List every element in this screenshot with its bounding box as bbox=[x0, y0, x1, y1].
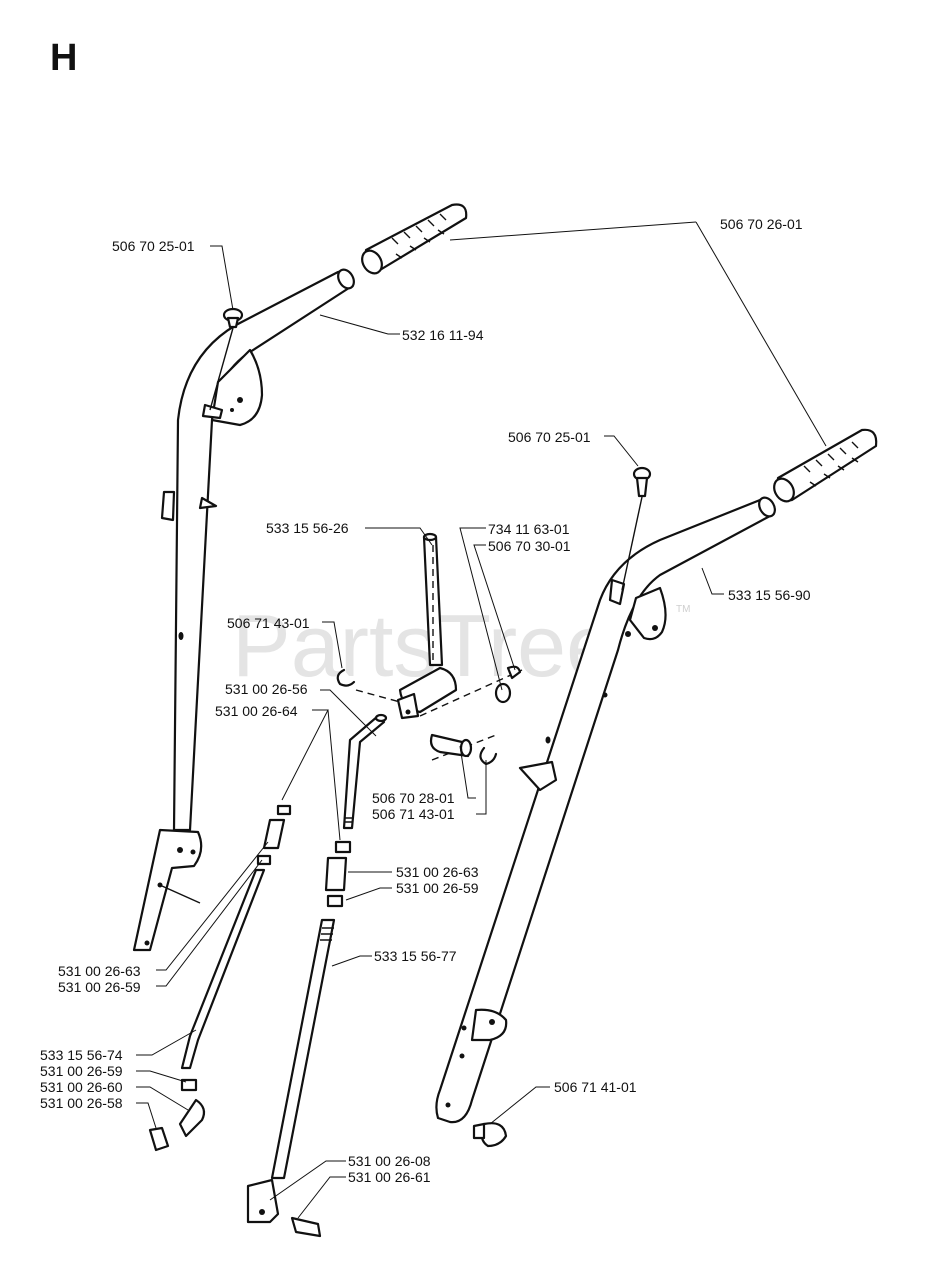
part-labels: 506 70 25-01 506 70 26-01 532 16 11-94 5… bbox=[40, 216, 811, 1185]
part-label: 531 00 26-58 bbox=[40, 1095, 123, 1111]
part-label: 531 00 26-56 bbox=[225, 681, 308, 697]
left-handle-tube bbox=[132, 268, 355, 952]
part-label: 531 00 26-64 bbox=[215, 703, 298, 719]
part-label: 531 00 26-63 bbox=[58, 963, 141, 979]
part-label: 533 15 56-77 bbox=[374, 948, 457, 964]
part-label: 531 00 26-63 bbox=[396, 864, 479, 880]
bottom-bolt bbox=[472, 1122, 508, 1148]
part-label: 531 00 26-59 bbox=[396, 880, 479, 896]
right-grip bbox=[773, 428, 878, 503]
part-label: 506 70 25-01 bbox=[112, 238, 195, 254]
part-label: 506 71 43-01 bbox=[372, 806, 455, 822]
section-label: H bbox=[50, 37, 77, 79]
right-handle-tube bbox=[435, 496, 776, 1124]
part-label: 506 70 26-01 bbox=[720, 216, 803, 232]
part-label: 506 71 43-01 bbox=[227, 615, 310, 631]
part-label: 533 15 56-26 bbox=[266, 520, 349, 536]
right-bolt bbox=[621, 466, 652, 591]
part-label: 506 70 25-01 bbox=[508, 429, 591, 445]
shift-rod-short bbox=[342, 713, 388, 830]
part-label: 506 70 30-01 bbox=[488, 538, 571, 554]
part-label: 533 15 56-74 bbox=[40, 1047, 123, 1063]
center-lower-linkage bbox=[246, 840, 352, 1238]
left-grip bbox=[361, 203, 468, 275]
leader-lines bbox=[136, 221, 827, 1219]
part-label: 533 15 56-90 bbox=[728, 587, 811, 603]
part-label: 506 71 41-01 bbox=[554, 1079, 637, 1095]
part-label: 531 00 26-59 bbox=[40, 1063, 123, 1079]
svg-text:TM: TM bbox=[676, 604, 690, 615]
part-label: 532 16 11-94 bbox=[402, 327, 484, 343]
part-label: 506 70 28-01 bbox=[372, 790, 455, 806]
shift-lever-assembly bbox=[336, 532, 523, 766]
part-label: 734 11 63-01 bbox=[488, 521, 570, 537]
part-label: 531 00 26-59 bbox=[58, 979, 141, 995]
part-label: 531 00 26-60 bbox=[40, 1079, 123, 1095]
left-lower-linkage bbox=[148, 804, 292, 1152]
part-label: 531 00 26-08 bbox=[348, 1153, 431, 1169]
part-label: 531 00 26-61 bbox=[348, 1169, 431, 1185]
